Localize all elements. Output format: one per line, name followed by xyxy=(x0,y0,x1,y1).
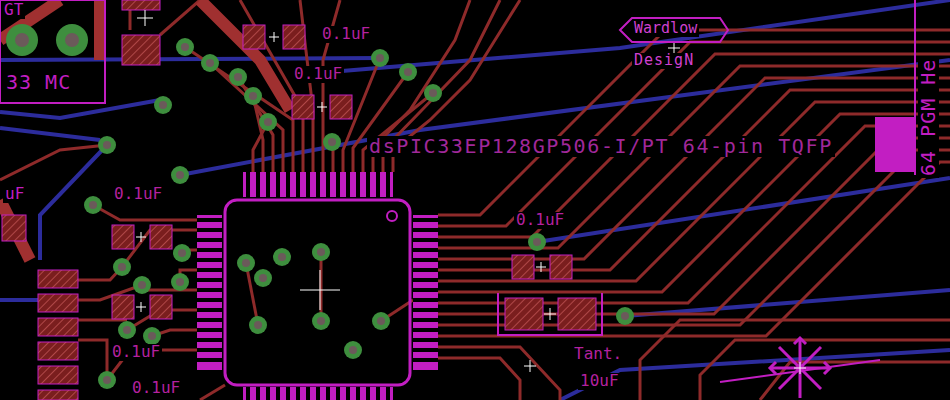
logo-text: Wardlow xyxy=(632,21,699,37)
component-value: 0.1uF xyxy=(112,186,164,203)
component-value: uF xyxy=(3,186,26,203)
vias xyxy=(6,24,634,389)
component-value: 0.1uF xyxy=(514,212,566,229)
header-pad xyxy=(875,117,915,172)
component-value: 0.1uF xyxy=(130,380,182,397)
origin-marks xyxy=(136,10,680,372)
tqfp-package xyxy=(197,172,438,400)
component-value: 10uF xyxy=(578,373,621,390)
power-traces xyxy=(0,0,290,260)
silk-label: 33 MC xyxy=(4,72,73,93)
compass-symbol xyxy=(770,338,830,398)
component-value: 0.1uF xyxy=(320,26,372,43)
component-value: 0.1uF xyxy=(292,66,344,83)
smd-pads xyxy=(2,0,596,400)
component-value: 0.1uF xyxy=(110,344,162,361)
component-value: Tant. xyxy=(572,346,624,363)
silkscreen xyxy=(0,0,915,382)
silk-label: GT xyxy=(2,2,25,19)
logo-text: DesigN xyxy=(632,53,696,69)
part-name: dsPIC33EP128GP506-I/PT 64-pin TQFP xyxy=(367,136,835,157)
header-label: 64 PGM He xyxy=(918,57,939,178)
